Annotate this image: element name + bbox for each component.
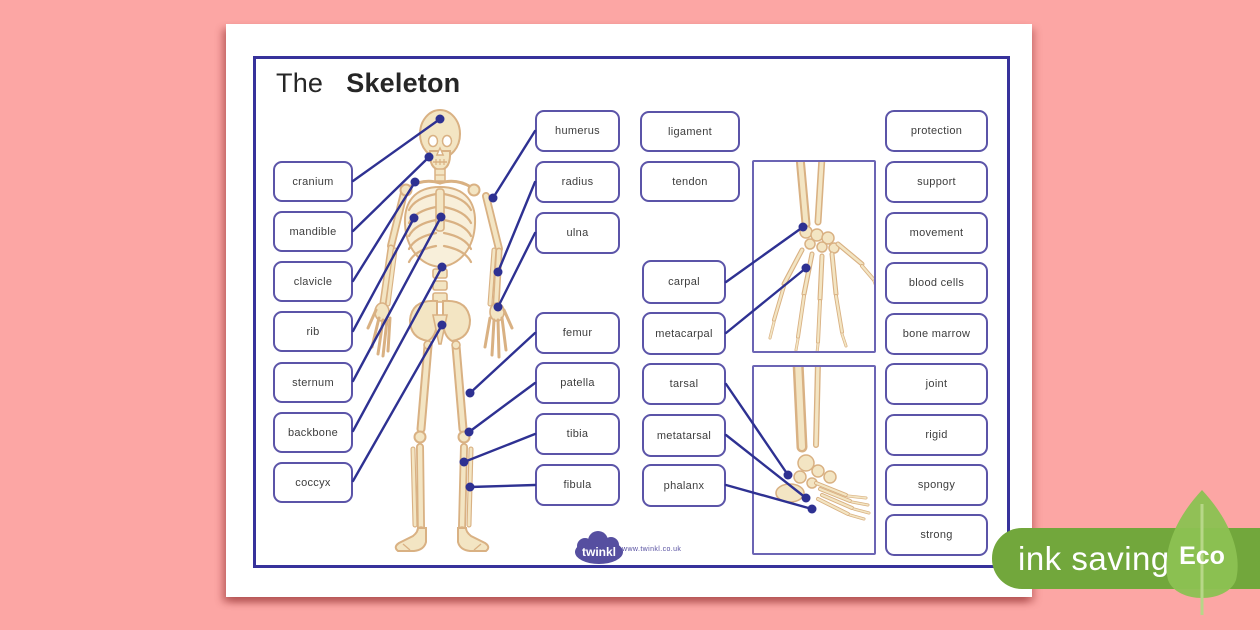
label-box-rib: rib — [273, 311, 353, 352]
label-box-coccyx: coccyx — [273, 462, 353, 503]
label-box-metatarsal: metatarsal — [642, 414, 726, 457]
label-text: tibia — [566, 428, 589, 440]
ink-saving-label: ink saving — [1018, 539, 1170, 577]
title-emphasis: Skeleton — [346, 68, 461, 98]
twinkl-logo-icon: twinkl — [575, 531, 623, 564]
label-box-ulna: ulna — [535, 212, 620, 254]
label-text: support — [917, 176, 956, 188]
label-box-metacarpal: metacarpal — [642, 312, 726, 355]
label-box-cranium: cranium — [273, 161, 353, 202]
label-box-carpal: carpal — [642, 260, 726, 304]
label-text: coccyx — [295, 476, 331, 489]
label-box-phalanx: phalanx — [642, 464, 726, 507]
label-box-sternum: sternum — [273, 362, 353, 403]
label-box-support: support — [885, 161, 988, 203]
eco-leaf-icon: Eco — [1166, 490, 1238, 615]
label-text: metacarpal — [655, 327, 713, 340]
worksheet-frame-border — [253, 56, 1010, 568]
label-text: patella — [560, 377, 595, 389]
foot-skeleton-illustration — [775, 367, 871, 521]
label-text: ulna — [566, 227, 589, 239]
label-text: metatarsal — [656, 429, 712, 442]
label-box-joint: joint — [885, 363, 988, 405]
label-box-spongy: spongy — [885, 464, 988, 506]
label-text: rib — [306, 325, 320, 338]
label-box-femur: femur — [535, 312, 620, 354]
label-box-mandible: mandible — [273, 211, 353, 252]
label-box-clavicle: clavicle — [273, 261, 353, 302]
label-box-tarsal: tarsal — [642, 363, 726, 405]
label-text: cranium — [292, 175, 334, 188]
label-box-backbone: backbone — [273, 412, 353, 453]
footer-logo-group: twinkl www.twinkl.co.uk — [572, 530, 772, 570]
label-text: phalanx — [663, 479, 705, 492]
label-box-protection: protection — [885, 110, 988, 152]
label-box-tibia: tibia — [535, 413, 620, 455]
label-text: blood cells — [908, 277, 965, 289]
twinkl-logo-text: twinkl — [582, 545, 616, 559]
label-text: radius — [561, 176, 594, 188]
label-box-fibula: fibula — [535, 464, 620, 506]
eco-leaf-text: Eco — [1179, 542, 1225, 570]
title-prefix: The — [276, 68, 324, 98]
label-text: protection — [910, 125, 963, 137]
label-text: carpal — [668, 276, 700, 288]
label-text: rigid — [925, 429, 948, 441]
website-url: www.twinkl.co.uk — [622, 546, 682, 553]
hand-closeup-box — [752, 160, 876, 353]
label-box-blood-cells: blood cells — [885, 262, 988, 304]
label-text: sternum — [292, 376, 334, 389]
label-text: mandible — [289, 225, 337, 238]
page-title: The Skeleton — [276, 68, 460, 99]
hand-skeleton-illustration — [768, 162, 874, 351]
label-box-humerus: humerus — [535, 110, 620, 152]
label-box-bone-marrow: bone marrow — [885, 313, 988, 355]
label-text: ligament — [668, 125, 712, 138]
label-text: clavicle — [293, 275, 333, 288]
label-text: bone marrow — [902, 328, 971, 340]
label-text: humerus — [555, 125, 600, 137]
label-box-ligament: ligament — [640, 111, 740, 152]
label-box-movement: movement — [885, 212, 988, 254]
foot-closeup-box — [752, 365, 876, 555]
label-text: movement — [909, 227, 964, 239]
label-text: spongy — [917, 479, 956, 491]
label-text: femur — [562, 327, 593, 339]
label-text: joint — [925, 378, 948, 390]
label-box-tendon: tendon — [640, 161, 740, 202]
label-text: tendon — [672, 175, 708, 188]
label-box-strong: strong — [885, 514, 988, 556]
label-box-rigid: rigid — [885, 414, 988, 456]
label-text: strong — [920, 529, 953, 541]
label-text: fibula — [563, 479, 592, 491]
label-text: tarsal — [669, 378, 699, 390]
label-text: backbone — [287, 426, 339, 439]
label-box-radius: radius — [535, 161, 620, 203]
label-box-patella: patella — [535, 362, 620, 404]
